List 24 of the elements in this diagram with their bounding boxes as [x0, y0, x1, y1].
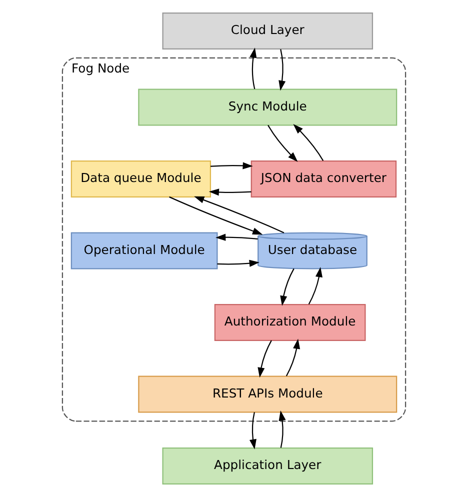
arrow [168, 196, 262, 235]
arrow [280, 268, 294, 306]
node-box: JSON data converter [250, 160, 396, 198]
arrow [292, 124, 324, 161]
arrow [278, 410, 286, 448]
node-box: Cloud Layer [162, 12, 373, 50]
arrow [285, 338, 300, 376]
node-box: Application Layer [162, 448, 373, 485]
node-box: Authorization Module [214, 304, 366, 341]
arrow [208, 188, 251, 196]
arrow [248, 412, 256, 450]
arrow [210, 162, 252, 170]
arrow [249, 48, 256, 90]
arrow [267, 124, 298, 162]
arrow [216, 260, 259, 267]
arrow [215, 234, 258, 241]
node-box: Data queue Module [70, 160, 211, 198]
node-box: Operational Module [70, 232, 218, 270]
arrow [308, 267, 322, 304]
arrow [257, 340, 272, 378]
node-box: Sync Module [138, 88, 397, 126]
arrow [278, 49, 286, 91]
arrow [194, 196, 284, 234]
node-box: REST APIs Module [138, 376, 397, 413]
